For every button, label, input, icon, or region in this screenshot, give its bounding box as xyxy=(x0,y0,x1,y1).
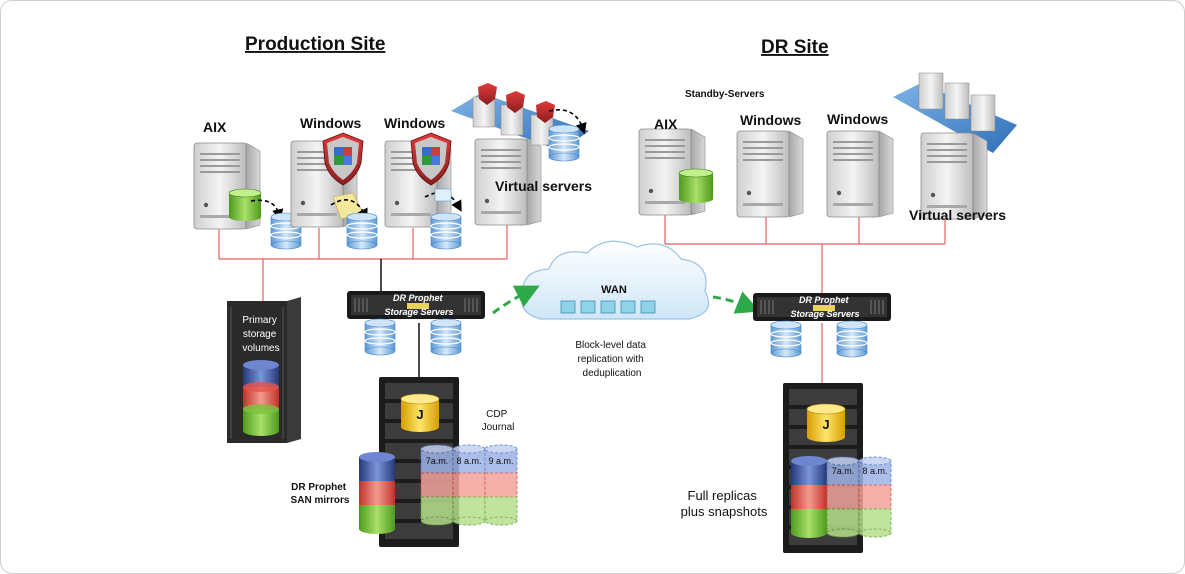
prod-appliance-disk-icon-1 xyxy=(364,318,396,356)
dr-appliance-label: DR Prophet Storage Servers xyxy=(790,295,859,319)
primary-storage-label: Primary storage volumes xyxy=(242,315,279,354)
dr-windows-server-2 xyxy=(826,130,894,218)
prod-windows-2-disk-icon xyxy=(430,212,462,250)
prod-windows-2-label: Windows xyxy=(384,115,446,131)
replication-arrow-to-wan xyxy=(492,285,540,315)
prod-vm-icons xyxy=(472,83,555,146)
prod-appliance-label: DR Prophet Storage Servers xyxy=(384,293,453,317)
wan-packet-icons xyxy=(560,300,656,314)
prod-snapshot-8am xyxy=(452,444,486,526)
prod-windows-server-1 xyxy=(290,132,368,228)
dr-appliance-disk-icon-1 xyxy=(770,320,802,358)
dr-windows-1-label: Windows xyxy=(740,112,802,128)
prod-virtual-servers-label: Virtual servers xyxy=(495,178,592,194)
prod-san-mirrors-label: DR Prophet SAN mirrors xyxy=(291,482,350,506)
prod-snapshot-label-9am: 9 a.m. xyxy=(488,456,513,466)
dr-lan-links xyxy=(664,211,946,385)
prod-snapshot-7am xyxy=(420,444,454,526)
prod-journal-letter: J xyxy=(416,407,423,422)
prod-virtual-disk-icon xyxy=(548,124,580,162)
prod-virtual-servers xyxy=(451,83,589,226)
dr-vm-icons xyxy=(918,72,996,132)
dr-aix-volume-icon xyxy=(678,168,714,203)
prod-windows-server-2 xyxy=(384,132,462,228)
prod-snapshot-label-7am: 7a.m. xyxy=(426,456,449,466)
replication-arrow-to-dr xyxy=(712,291,761,314)
prod-appliance-disk-icon-2 xyxy=(430,318,462,356)
wan-description: Block-level data replication with dedupl… xyxy=(575,340,648,379)
prod-snapshot-stacks xyxy=(420,444,518,526)
prod-windows-2-mail-icon xyxy=(434,188,452,202)
dr-appliance-disk-icon-2 xyxy=(836,320,868,358)
dr-snapshot-7am xyxy=(826,456,860,538)
primary-storage-rack xyxy=(227,297,301,443)
prod-windows-1-disk-icon xyxy=(346,212,378,250)
dr-virtual-servers-label: Virtual servers xyxy=(909,207,1006,223)
dr-replica-volume-stack xyxy=(791,456,827,538)
dr-snapshot-label-8am: 8 a.m. xyxy=(862,466,887,476)
wan-cloud xyxy=(521,240,710,320)
dr-virtual-servers xyxy=(893,72,1017,220)
prod-journal-volume-icon xyxy=(400,393,440,432)
dr-windows-2-label: Windows xyxy=(827,111,889,127)
dr-snapshot-stacks xyxy=(826,456,892,538)
prod-cdp-journal-label: CDP Journal xyxy=(482,409,515,433)
production-site-title: Production Site xyxy=(245,34,385,55)
dr-standby-label: Standby-Servers xyxy=(685,89,765,100)
dr-full-replicas-label: Full replicas plus snapshots xyxy=(681,488,768,519)
dr-journal-volume-icon xyxy=(806,403,846,442)
dr-site-title: DR Site xyxy=(761,37,829,58)
prod-aix-server xyxy=(193,142,284,230)
dr-journal-letter: J xyxy=(822,417,829,432)
prod-windows-1-label: Windows xyxy=(300,115,362,131)
prod-snapshot-9am xyxy=(484,444,518,526)
dr-aix-server xyxy=(638,128,714,216)
dr-san-rack xyxy=(783,383,892,553)
wan-label: WAN xyxy=(601,284,627,296)
prod-snapshot-label-8am: 8 a.m. xyxy=(456,456,481,466)
dr-snapshot-label-7am: 7a.m. xyxy=(832,466,855,476)
dr-aix-label: AIX xyxy=(654,116,678,132)
prod-aix-label: AIX xyxy=(203,119,227,135)
prod-aix-volume-icon xyxy=(228,188,262,221)
primary-storage-volume-stack xyxy=(243,360,279,436)
dr-windows-server-1 xyxy=(736,130,804,218)
dr-snapshot-8am xyxy=(858,456,892,538)
production-lan-links xyxy=(218,223,508,306)
prod-mirror-volume-stack xyxy=(359,452,395,534)
